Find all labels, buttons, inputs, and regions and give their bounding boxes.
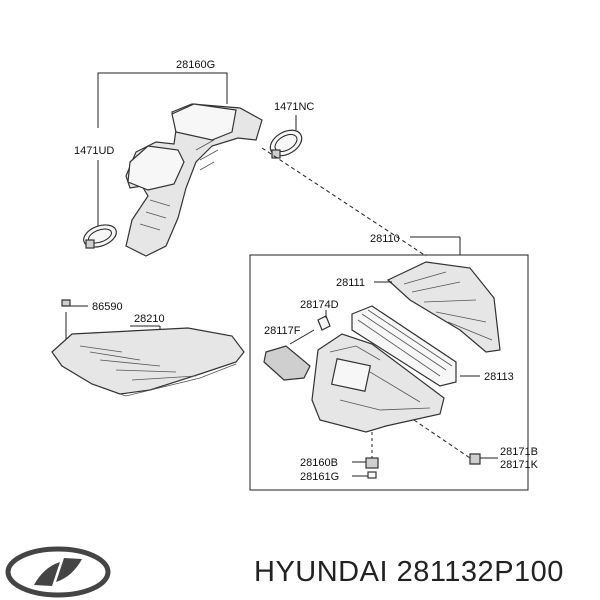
- dashed-leader-duct: [261, 147, 427, 257]
- air-cleaner-housing: [311, 333, 445, 433]
- label-28117f: 28117F: [264, 325, 301, 337]
- brand-part-number: HYUNDAI 281132P100: [254, 556, 564, 588]
- label-28160b: 28160B: [300, 457, 338, 469]
- clamp-1471nc-screw: [271, 149, 281, 159]
- clip-86590: [61, 299, 71, 307]
- air-cleaner-group: 28110 28111 28174D 28117F 28113 28160B 2…: [249, 233, 539, 491]
- leader-28117f: [289, 329, 315, 345]
- label-1471ud: 1471UD: [74, 145, 114, 157]
- bushing-28160b: [365, 457, 379, 469]
- hyundai-logo-icon: [5, 546, 111, 598]
- resonator-box-lower: [127, 145, 185, 191]
- duct-ribs-lower: [139, 199, 171, 231]
- clamp-1471ud-screw: [85, 239, 95, 249]
- label-28110: 28110: [370, 233, 400, 245]
- label-28111: 28111: [336, 277, 365, 289]
- intake-duct-group: 28160G 1471NC 1471UD: [74, 59, 427, 257]
- label-28171b: 28171B: [500, 446, 538, 458]
- clamp-1471nc-inner: [274, 133, 298, 153]
- filter-element-28113: [351, 305, 457, 387]
- air-duct-hose: [125, 103, 263, 257]
- frame-28110: [249, 237, 529, 491]
- bushing-28161g: [367, 471, 377, 479]
- air-guide-28210: [51, 327, 245, 395]
- label-28161g: 28161G: [300, 471, 339, 483]
- air-cleaner-cover-28111: [386, 261, 501, 353]
- label-28160g: 28160G: [176, 59, 215, 71]
- label-86590: 86590: [92, 301, 123, 313]
- cover-ribs: [403, 271, 493, 341]
- resonator-box-upper: [171, 103, 237, 141]
- label-28171k: 28171K: [500, 459, 539, 471]
- clamp-1471nc: [269, 129, 303, 157]
- label-1471nc: 1471NC: [274, 101, 314, 113]
- sensor-28117f: [263, 345, 311, 381]
- air-guide-group: 86590 28210: [51, 299, 245, 397]
- label-28210: 28210: [134, 313, 165, 325]
- air-guide-ribs: [79, 345, 197, 381]
- housing-window: [330, 358, 372, 392]
- dashed-leader-bolt: [413, 419, 471, 459]
- clip-28174d: [317, 315, 331, 331]
- duct-ribs: [195, 139, 219, 171]
- filter-pleats: [357, 309, 453, 377]
- label-28174d: 28174D: [300, 299, 339, 311]
- bolt-28171b: [469, 453, 481, 465]
- air-guide-edge: [119, 363, 237, 397]
- label-28113: 28113: [484, 371, 514, 383]
- leader-28160g: [97, 72, 228, 128]
